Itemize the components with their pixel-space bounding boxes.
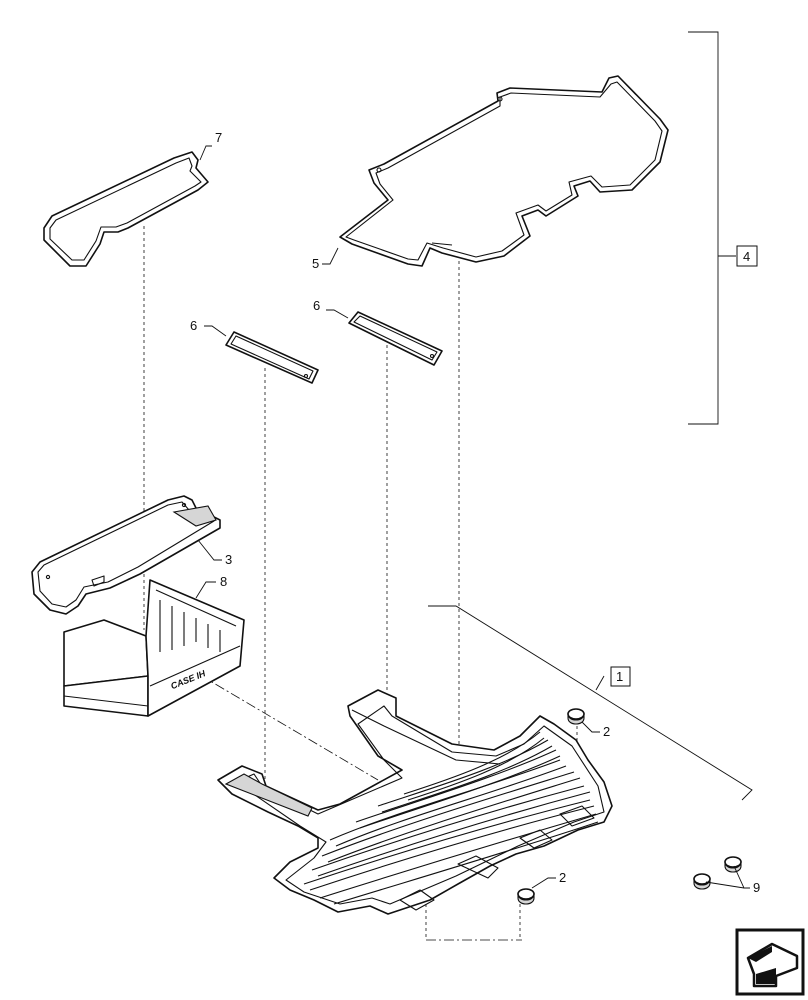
callout-box-4 — [736, 245, 758, 267]
part-9-plug-b — [693, 873, 711, 890]
part-8-box: CASE IH — [63, 579, 245, 717]
callouts: 7 5 6 6 3 8 2 2 9 1 4 — [190, 130, 760, 895]
part-3-mat — [31, 495, 221, 615]
part-5-cab-mat — [339, 75, 669, 267]
callout-2-lower: 2 — [559, 870, 566, 885]
callout-6-left: 6 — [190, 318, 197, 333]
part-6-pad-left — [225, 331, 319, 384]
part-6-pad-right — [348, 311, 443, 366]
arrow-back-icon — [746, 942, 799, 988]
part-2-plug-upper — [567, 708, 585, 725]
part-9-plug-a — [724, 856, 742, 873]
callout-4: 4 — [743, 249, 750, 264]
callout-5: 5 — [312, 256, 319, 271]
callout-1: 1 — [616, 669, 623, 684]
part-1-floor-mat — [217, 689, 613, 915]
callout-3: 3 — [225, 552, 232, 567]
callout-7: 7 — [215, 130, 222, 145]
callout-9: 9 — [753, 880, 760, 895]
callout-2-upper: 2 — [603, 724, 610, 739]
callout-6-right: 6 — [313, 298, 320, 313]
callout-8: 8 — [220, 574, 227, 589]
back-navigation-button[interactable] — [735, 928, 805, 996]
callout-box-1 — [610, 666, 631, 687]
leader-lines — [195, 31, 753, 889]
part-7-mat — [43, 151, 209, 267]
part-2-plug-lower — [517, 888, 535, 905]
